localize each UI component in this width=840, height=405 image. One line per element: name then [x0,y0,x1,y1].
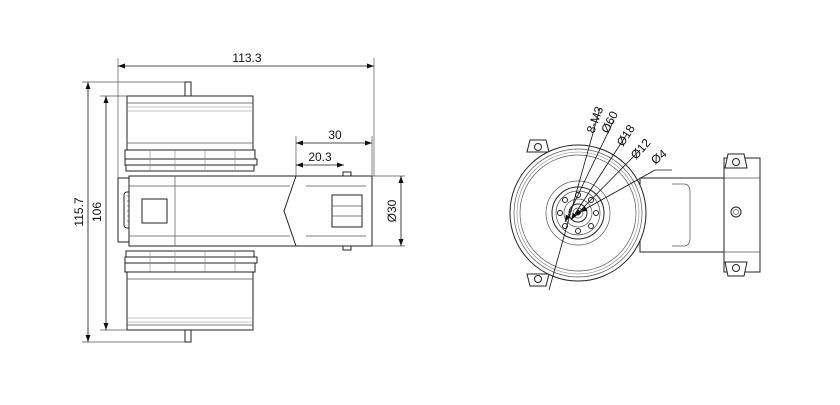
ear-hole-bottom [534,275,542,283]
callout-bore-4: Ø4 [648,146,669,167]
dim-arm-inner-length: 20.3 [308,150,332,164]
dim-arm-length: 30 [328,128,342,142]
dim-motor-height: 106 [90,202,104,222]
dimension-lines [85,63,404,342]
arm-body [117,171,373,251]
motor-ear-top [526,139,550,153]
dim-overall-height: 115.7 [72,197,86,226]
dim-arm-diameter: Ø30 [385,199,399,222]
motor-ear-bottom [526,273,550,287]
side-view: 113.3 30 20.3 115.7 106 Ø30 [72,51,405,343]
ear-hole-top [534,143,542,151]
upper-motor [124,81,258,172]
dim-overall-width: 113.3 [232,51,261,65]
lower-motor [124,250,258,343]
leader-lines [548,107,672,291]
front-arm [639,153,761,277]
extension-lines [82,58,405,343]
front-view: 8-M3 Ø60 Ø18 Ø12 Ø4 [509,104,761,291]
